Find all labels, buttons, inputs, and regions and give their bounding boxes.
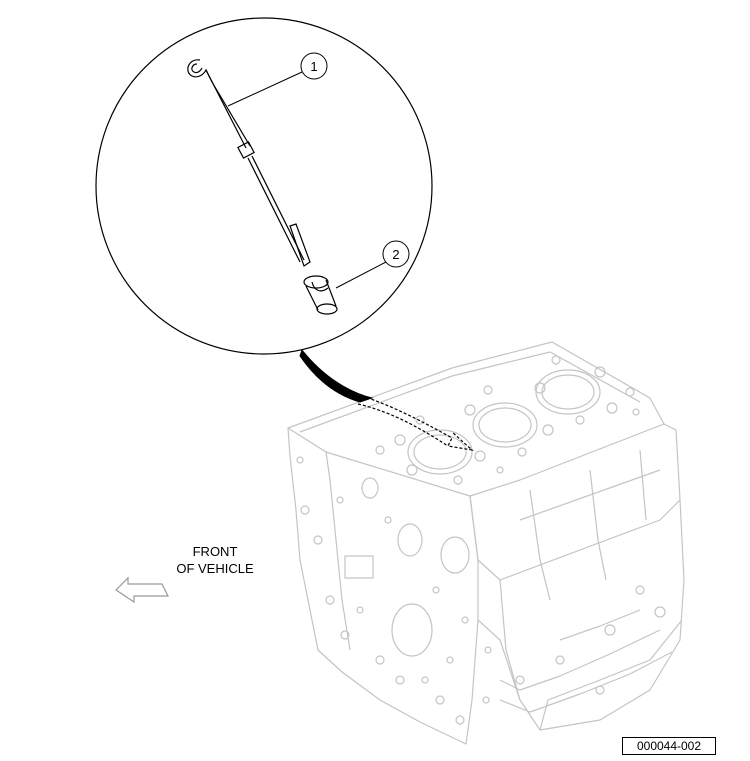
- front-arrow: [115, 576, 169, 604]
- engine-block: [287, 341, 685, 745]
- callout-2-label: 2: [392, 247, 399, 262]
- dipstick: [187, 59, 311, 267]
- front-label-line2: OF VEHICLE: [176, 561, 254, 576]
- front-label-line1: FRONT: [192, 544, 238, 559]
- callout-1: 1: [227, 52, 328, 107]
- callout-2: 2: [335, 240, 410, 289]
- dipstick-location-path: [361, 395, 474, 451]
- front-of-vehicle-label: FRONT OF VEHICLE: [140, 543, 290, 577]
- detail-circle: [95, 17, 433, 355]
- callout-1-label: 1: [310, 59, 317, 74]
- dipstick-tube-seal: [303, 275, 338, 315]
- detail-leader: [299, 348, 374, 403]
- figure-number-box: 000044-002: [622, 737, 716, 755]
